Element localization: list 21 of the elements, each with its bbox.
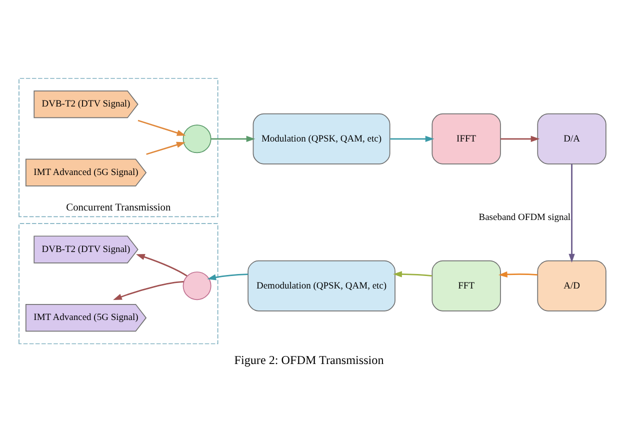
arrow (113, 280, 184, 300)
caption: Figure 2: OFDM Transmission (234, 352, 384, 366)
node-box: IFFT (432, 112, 501, 164)
arrow (138, 119, 186, 136)
arrow (498, 270, 538, 278)
arrow (146, 141, 186, 154)
node-box: Modulation (QPSK, QAM, etc) (252, 112, 390, 164)
arrow (136, 254, 188, 276)
arrow (207, 273, 248, 280)
node-box: Demodulation (QPSK, QAM, etc) (248, 260, 396, 311)
node-circle (182, 271, 212, 300)
arrow (390, 135, 434, 142)
arrow (500, 135, 540, 142)
node-box: A/D (537, 260, 606, 311)
edge-label: Baseband OFDM signal (478, 212, 571, 222)
node-circle (182, 124, 212, 153)
arrow (393, 270, 432, 277)
node-box: D/A (537, 112, 606, 164)
node-box: FFT (432, 260, 501, 311)
arrow (568, 164, 575, 262)
arrow (211, 135, 256, 142)
